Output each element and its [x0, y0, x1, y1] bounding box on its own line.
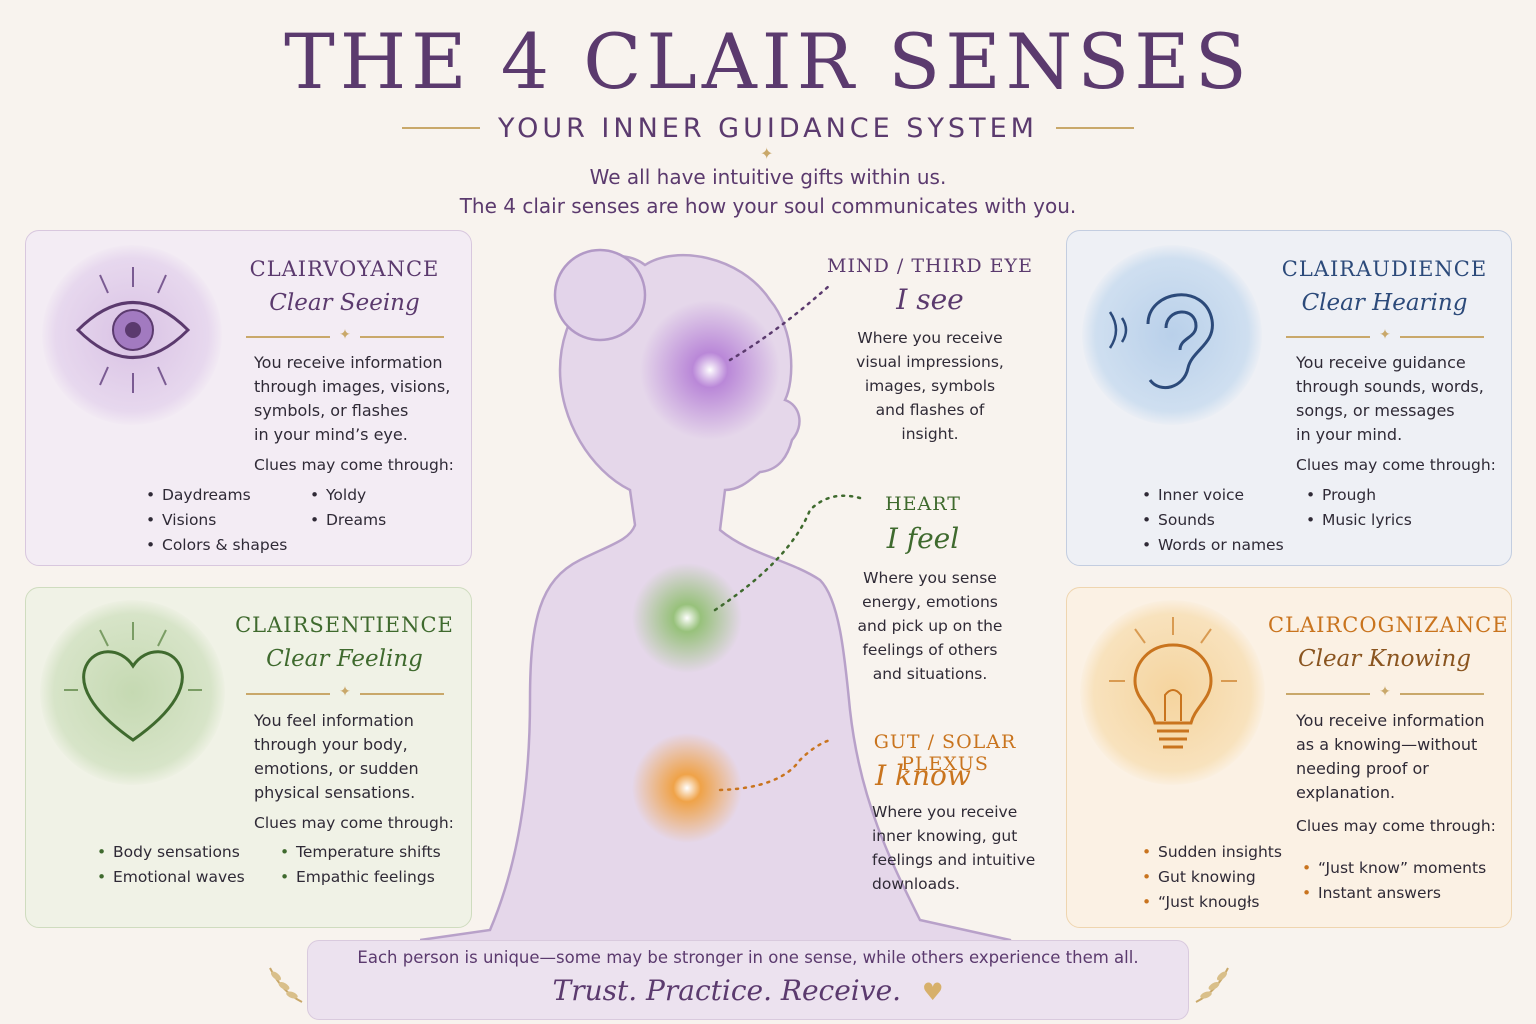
- list-item: •Daydreams: [146, 486, 251, 504]
- footer-banner: [307, 940, 1189, 1020]
- clairvoyance-title: CLAIRVOYANCE: [249, 257, 440, 281]
- list-item: •Dreams: [310, 511, 387, 529]
- subtitle-row: YOUR INNER GUIDANCE SYSTEM: [0, 108, 1536, 148]
- clairvoyance-clues-right: •Yoldy •Dreams: [310, 483, 386, 533]
- footer-tagline: Trust. Practice. Receive. ♥: [552, 974, 944, 1007]
- meditating-figure: [420, 248, 1022, 960]
- list-item: •Music lyrics: [1306, 511, 1412, 529]
- sparkle-icon: ✦: [1370, 327, 1400, 343]
- clairvoyance-clues-label: Clues may come through:: [254, 456, 454, 474]
- claircognizance-clues-label: Clues may come through:: [1296, 817, 1496, 835]
- page-title: THE 4 CLAIR SENSES: [284, 17, 1252, 106]
- list-item: •Body sensations: [97, 843, 240, 861]
- clairaudience-clues-left: •Inner voice •Sounds •Words or names: [1142, 483, 1284, 558]
- clairsentience-subtitle: Clear Feeling: [266, 646, 423, 672]
- list-item: •Inner voice: [1142, 486, 1245, 504]
- clairaudience-clues-right: •Prough •Music lyrics: [1306, 483, 1412, 533]
- sparkle-icon: ✦: [330, 684, 360, 700]
- clairvoyance-clues-left: •Daydreams •Visions •Colors & shapes: [146, 483, 287, 558]
- intro-line-1: We all have intuitive gifts within us.: [589, 165, 947, 189]
- clairaudience-watercolor: [1082, 245, 1262, 425]
- sparkle-icon: ✦: [1370, 684, 1400, 700]
- solar-plexus-glow: [632, 733, 742, 843]
- heart-title: HEART: [885, 493, 961, 515]
- list-item: •Words or names: [1142, 536, 1284, 554]
- list-item: •Visions: [146, 511, 217, 529]
- clairaudience-clues-label: Clues may come through:: [1296, 456, 1496, 474]
- third-eye-glow: [640, 300, 780, 440]
- clairsentience-clues-label: Clues may come through:: [254, 814, 454, 832]
- list-item: •“Just know” moments: [1302, 859, 1487, 877]
- list-item: •Emotional waves: [97, 868, 245, 886]
- lightbulb-icon: [1109, 617, 1237, 749]
- gut-subtitle: I know: [875, 759, 971, 792]
- list-item: •Prough: [1306, 486, 1377, 504]
- eye-icon: [75, 267, 191, 393]
- list-item: •Instant answers: [1302, 884, 1441, 902]
- laurel-left-icon: [269, 967, 303, 1003]
- clairsentience-title: CLAIRSENTIENCE: [235, 613, 454, 637]
- sparkle-icon: ✦: [760, 144, 774, 163]
- list-item: •Gut knowing: [1142, 868, 1256, 886]
- list-item: •Colors & shapes: [146, 536, 288, 554]
- clairsentience-clues-right: •Temperature shifts •Empathic feelings: [280, 840, 441, 890]
- clairvoyance-subtitle: Clear Seeing: [269, 290, 420, 316]
- heart-glow: [632, 563, 742, 673]
- list-item: •Empathic feelings: [280, 868, 435, 886]
- clairaudience-title: CLAIRAUDIENCE: [1281, 257, 1488, 281]
- mind-subtitle: I see: [896, 283, 964, 316]
- claircognizance-clues-left: •Sudden insights •Gut knowing •“Just kno…: [1142, 840, 1282, 915]
- heart-icon: ♥: [921, 978, 944, 1006]
- heart-icon: [64, 622, 202, 742]
- laurel-right-icon: [1195, 967, 1229, 1003]
- list-item: •Sounds: [1142, 511, 1215, 529]
- heart-subtitle: I feel: [886, 522, 960, 555]
- claircognizance-clues-right: •“Just know” moments •Instant answers: [1302, 856, 1486, 906]
- gut-title: GUT / SOLAR PLEXUS: [873, 731, 1017, 775]
- ear-icon: [1108, 293, 1214, 390]
- divider: [1055, 127, 1134, 129]
- claircognizance-subtitle: Clear Knowing: [1297, 646, 1471, 672]
- clairsentience-clues-left: •Body sensations •Emotional waves: [97, 840, 245, 890]
- page-subtitle: YOUR INNER GUIDANCE SYSTEM: [498, 112, 1038, 144]
- list-item: •Temperature shifts: [280, 843, 441, 861]
- list-item: •Yoldy: [310, 486, 367, 504]
- list-item: •Sudden insights: [1142, 843, 1282, 861]
- mind-title: MIND / THIRD EYE: [827, 255, 1033, 277]
- list-item: •“Just knougłs: [1142, 893, 1260, 911]
- claircognizance-title: CLAIRCOGNIZANCE: [1268, 613, 1509, 637]
- divider: [402, 127, 481, 129]
- footer-text: Each person is unique—some may be strong…: [357, 948, 1139, 967]
- intro-line-2: The 4 clair senses are how your soul com…: [459, 194, 1077, 218]
- clairaudience-subtitle: Clear Hearing: [1301, 290, 1468, 316]
- sparkle-icon: ✦: [330, 327, 360, 343]
